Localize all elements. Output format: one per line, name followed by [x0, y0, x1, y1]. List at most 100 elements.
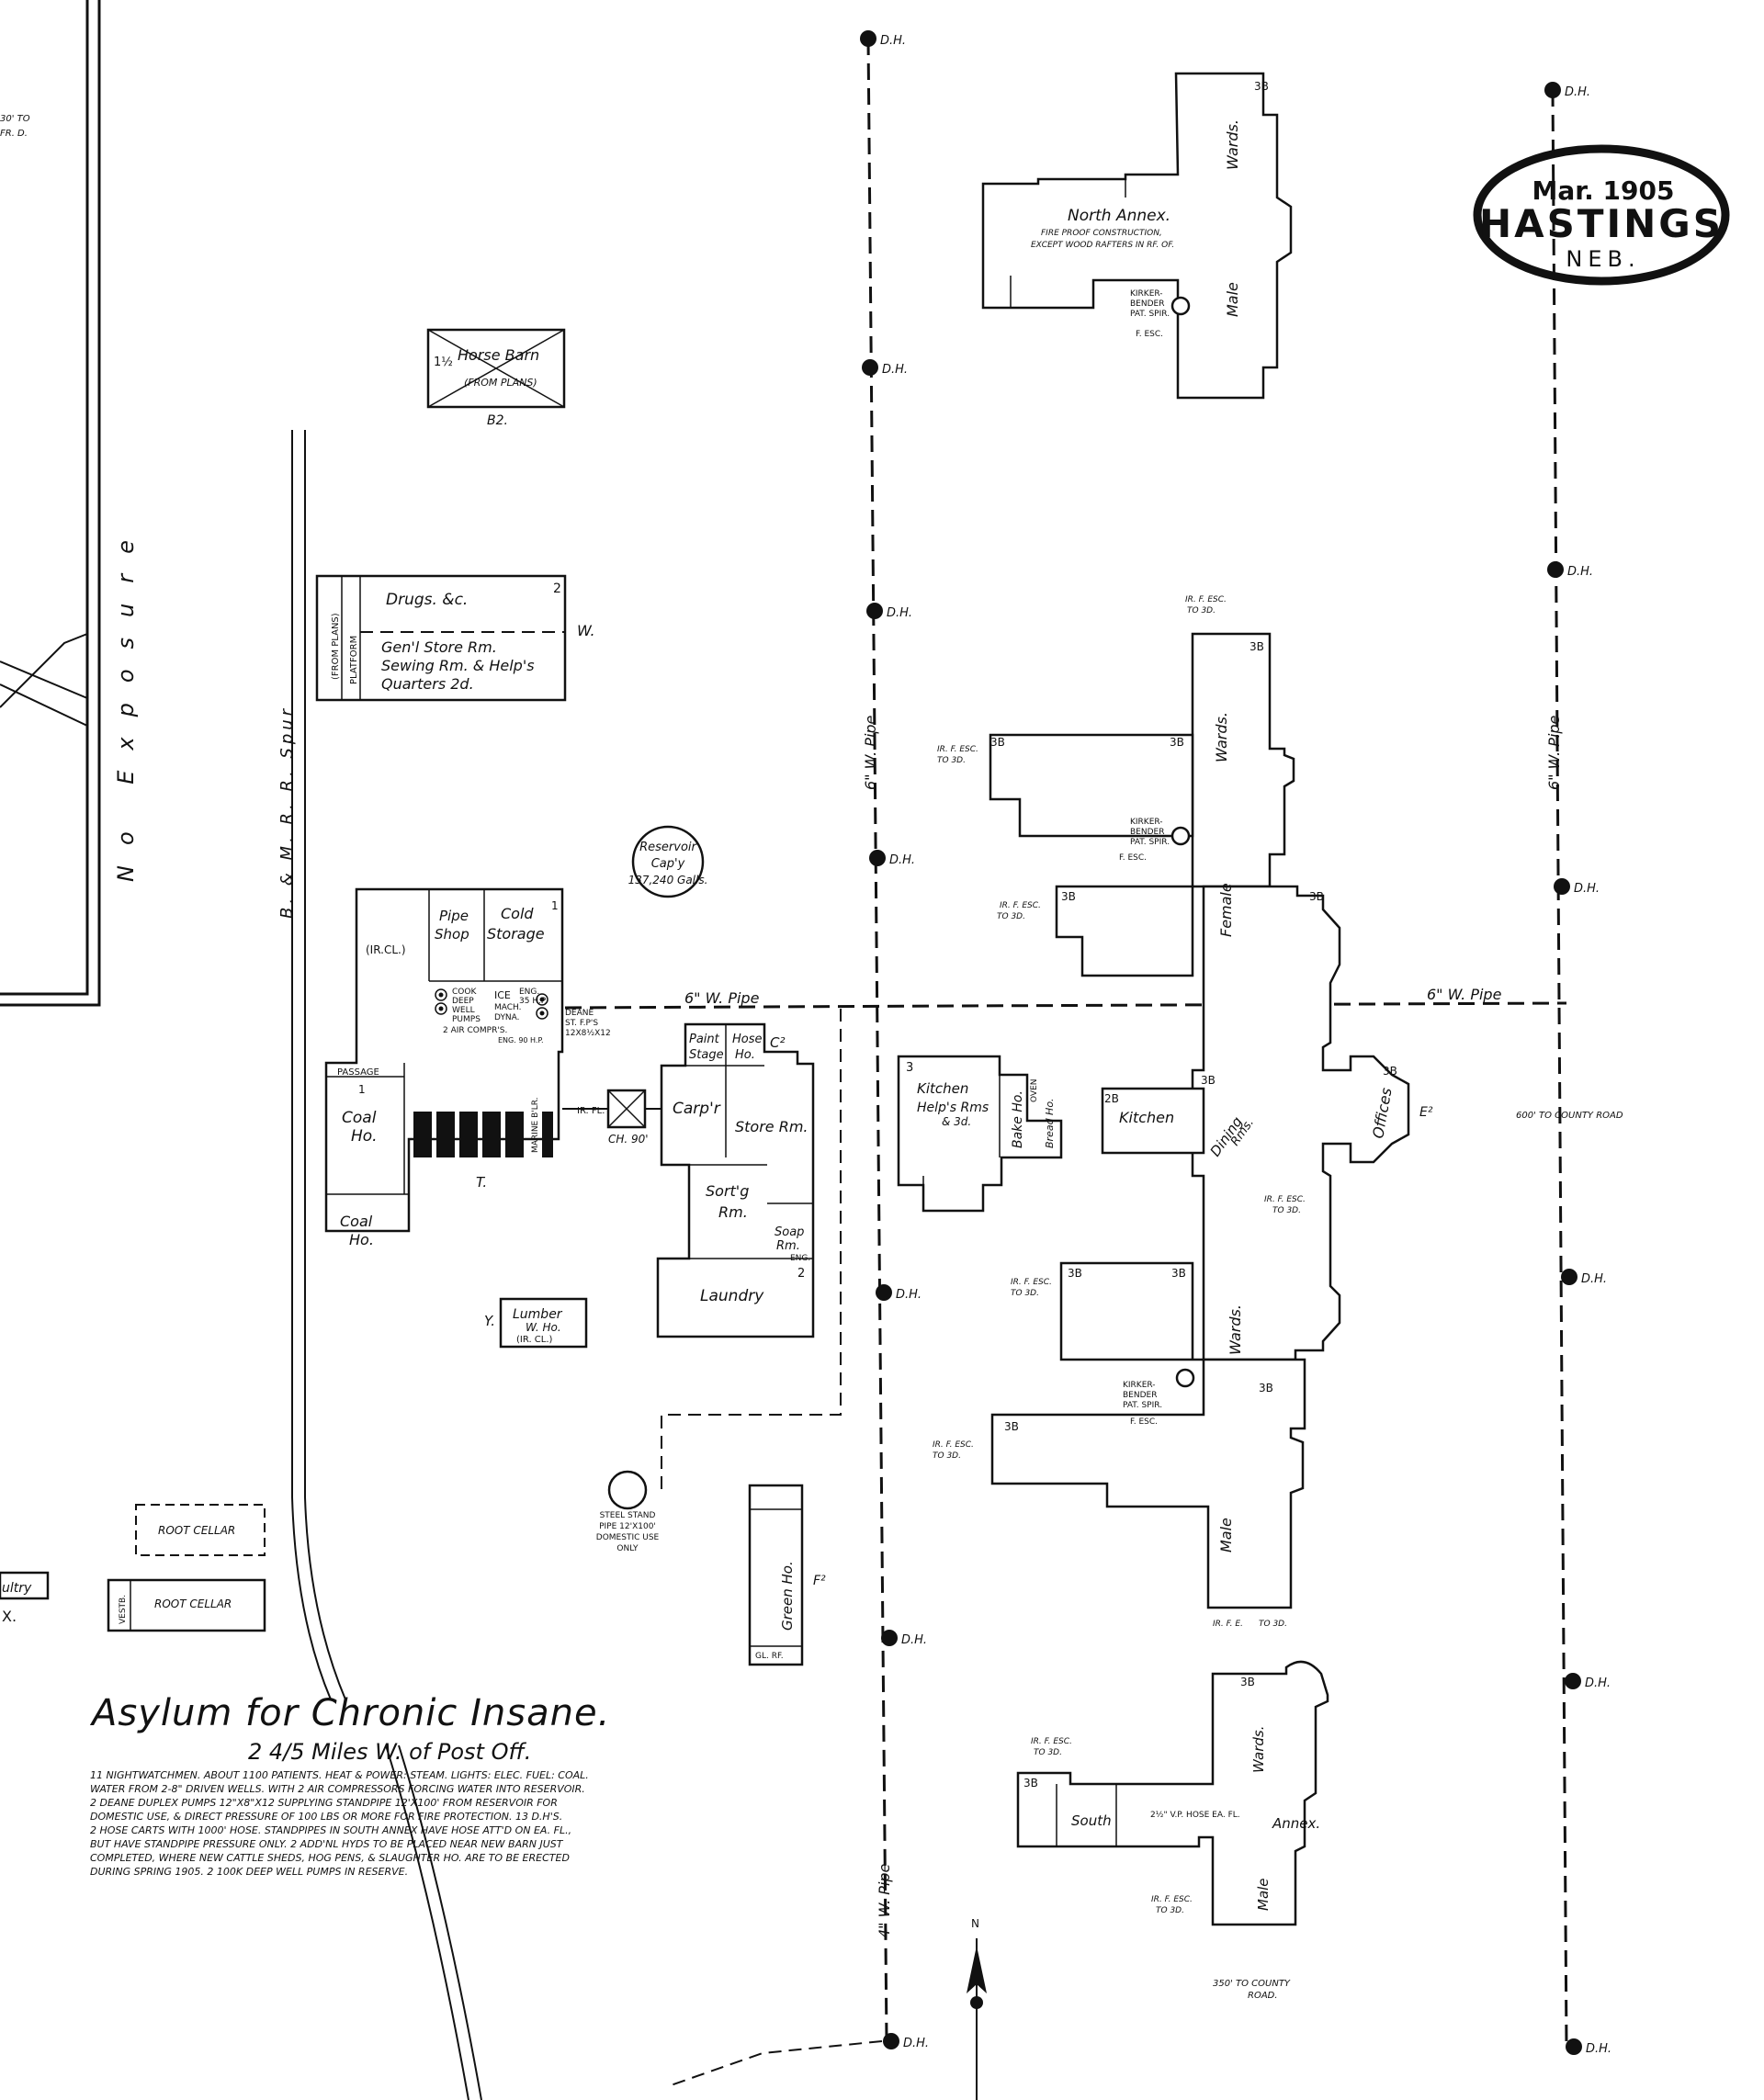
svg-text:F²: F² — [813, 1574, 826, 1588]
svg-text:BENDER: BENDER — [1130, 299, 1164, 309]
svg-text:D.H.: D.H. — [1585, 1677, 1611, 1690]
hydrant: D.H. — [1544, 82, 1590, 99]
hydrant: D.H. — [1561, 1269, 1607, 1286]
svg-text:D.H.: D.H. — [1574, 882, 1600, 896]
svg-text:ENG. 90 H.P.: ENG. 90 H.P. — [498, 1036, 544, 1044]
svg-text:PAT. SPIR.: PAT. SPIR. — [1130, 838, 1170, 847]
main-title: Asylum for Chronic Insane. — [89, 1692, 610, 1734]
main-asylum-building: Wards. Female Wards. Male Kitchen Help's… — [897, 595, 1433, 1629]
hydrant: D.H. — [881, 1630, 927, 1647]
margin-note-1: 30' TO — [0, 114, 30, 124]
svg-text:GL. RF.: GL. RF. — [755, 1652, 784, 1661]
svg-text:IR. F. E.: IR. F. E. — [1213, 1620, 1243, 1629]
svg-text:TO 3D.: TO 3D. — [1272, 1206, 1301, 1215]
svg-text:C²: C² — [770, 1034, 786, 1051]
svg-text:Cap'y: Cap'y — [651, 857, 685, 871]
subtitle: 2 4/5 Miles W. of Post Off. — [248, 1739, 531, 1765]
svg-text:Store Rm.: Store Rm. — [735, 1118, 808, 1135]
steel-standpipe: STEEL STAND PIPE 12'X100' DOMESTIC USE O… — [596, 1470, 660, 1553]
svg-text:1: 1 — [551, 899, 559, 912]
svg-text:3B: 3B — [1171, 1267, 1186, 1280]
pipe-label-east: 6" W. Pipe — [1545, 715, 1563, 790]
margin-note-2: FR. D. — [0, 129, 28, 139]
svg-text:3B: 3B — [1023, 1777, 1038, 1790]
svg-text:3B: 3B — [1004, 1420, 1019, 1433]
svg-text:D.H.: D.H. — [1565, 85, 1590, 99]
svg-text:Reservoir: Reservoir — [639, 841, 697, 854]
note-line-8: DURING SPRING 1905. 2 100K DEEP WELL PUM… — [90, 1866, 408, 1878]
svg-text:Annex.: Annex. — [1272, 1815, 1320, 1832]
svg-text:137,240 Galls.: 137,240 Galls. — [628, 874, 708, 886]
svg-text:Kitchen: Kitchen — [917, 1080, 968, 1097]
svg-text:TO 3D.: TO 3D. — [1187, 606, 1216, 615]
svg-text:(IR. CL.): (IR. CL.) — [516, 1335, 553, 1345]
svg-text:35 H.P.: 35 H.P. — [519, 997, 548, 1006]
svg-text:F. ESC.: F. ESC. — [1119, 853, 1147, 863]
svg-text:E²: E² — [1419, 1105, 1433, 1120]
svg-text:Sort'g: Sort'g — [706, 1182, 749, 1200]
svg-text:DEEP: DEEP — [452, 997, 474, 1006]
svg-text:Wards.: Wards. — [1213, 712, 1230, 762]
railroad-spur: B. & M. R. R. Spur — [277, 430, 482, 2100]
note-line-3: 2 DEANE DUPLEX PUMPS 12"X8"X12 SUPPLYING… — [90, 1797, 558, 1809]
svg-text:Wards.: Wards. — [1250, 1726, 1267, 1773]
svg-text:3B: 3B — [990, 736, 1005, 749]
svg-text:Coal: Coal — [340, 1213, 373, 1230]
hydrant: D.H. — [862, 359, 908, 377]
green-house: Green Ho. GL. RF. F² — [748, 1484, 826, 1666]
svg-text:PLATFORM: PLATFORM — [349, 636, 359, 684]
svg-text:Laundry: Laundry — [700, 1287, 764, 1305]
svg-text:IR. F. ESC.: IR. F. ESC. — [933, 1440, 974, 1450]
svg-text:Horse Barn: Horse Barn — [458, 346, 539, 364]
svg-text:Lumber: Lumber — [513, 1307, 563, 1322]
svg-text:Male: Male — [1217, 1518, 1235, 1552]
svg-text:Y.: Y. — [484, 1313, 495, 1329]
west-water-pipe — [866, 38, 888, 2042]
svg-text:ROOT CELLAR: ROOT CELLAR — [154, 1598, 232, 1610]
svg-text:3: 3 — [906, 1061, 913, 1075]
svg-text:TO 3D.: TO 3D. — [933, 1451, 961, 1461]
svg-text:BENDER: BENDER — [1130, 828, 1164, 837]
svg-text:Kitchen: Kitchen — [1119, 1109, 1174, 1126]
svg-text:ENG.: ENG. — [790, 1254, 810, 1263]
svg-text:W.: W. — [577, 622, 595, 639]
svg-text:D.H.: D.H. — [896, 1288, 922, 1302]
svg-text:(FROM PLANS): (FROM PLANS) — [331, 613, 341, 680]
svg-text:Coal: Coal — [342, 1109, 377, 1127]
svg-text:F. ESC.: F. ESC. — [1130, 1417, 1158, 1427]
branch-pipe-standpipe — [661, 1009, 842, 1493]
svg-text:TO 3D.: TO 3D. — [937, 756, 966, 765]
svg-text:PASSAGE: PASSAGE — [337, 1067, 379, 1078]
svg-text:FIRE PROOF CONSTRUCTION,: FIRE PROOF CONSTRUCTION, — [1041, 229, 1162, 238]
svg-text:3B: 3B — [1240, 1676, 1255, 1688]
svg-text:Shop: Shop — [435, 926, 469, 943]
carpenter-laundry-complex: Paint Stage Hose Ho. C² Carp'r Store Rm.… — [656, 1022, 815, 1338]
distance-east: 600' TO COUNTY ROAD — [1516, 1111, 1623, 1121]
svg-text:IR. F. ESC.: IR. F. ESC. — [1011, 1278, 1052, 1287]
svg-text:Bake Ho.: Bake Ho. — [1011, 1090, 1025, 1148]
svg-text:(IR.CL.): (IR.CL.) — [366, 943, 406, 956]
distance-south-2: ROAD. — [1248, 1991, 1278, 2001]
hydrant: D.H. — [860, 30, 906, 48]
svg-text:Sewing Rm. & Help's: Sewing Rm. & Help's — [381, 657, 535, 674]
distance-south-1: 350' TO COUNTY — [1213, 1979, 1291, 1989]
svg-text:DOMESTIC USE: DOMESTIC USE — [596, 1533, 660, 1542]
svg-text:PIPE 12'X100': PIPE 12'X100' — [599, 1522, 656, 1531]
svg-text:3B: 3B — [1254, 80, 1269, 93]
svg-text:D.H.: D.H. — [1586, 2042, 1611, 2056]
svg-text:EXCEPT WOOD RAFTERS IN RF. OF.: EXCEPT WOOD RAFTERS IN RF. OF. — [1031, 241, 1174, 250]
svg-text:Female: Female — [1217, 883, 1235, 937]
fire-hydrants: D.H. D.H. D.H. D.H. D.H. D.H. D.H. D.H. … — [860, 30, 1611, 2056]
svg-text:1½: 1½ — [434, 356, 453, 369]
svg-text:Ho.: Ho. — [349, 1231, 374, 1248]
svg-text:STEEL STAND: STEEL STAND — [600, 1511, 656, 1520]
svg-text:North Annex.: North Annex. — [1068, 207, 1170, 225]
svg-text:Ho.: Ho. — [735, 1048, 755, 1062]
svg-text:Rm.: Rm. — [776, 1239, 800, 1253]
svg-text:IR. F. ESC.: IR. F. ESC. — [1151, 1895, 1193, 1904]
svg-text:ENG.: ENG. — [519, 988, 539, 997]
lumber-warehouse: Lumber W. Ho. (IR. CL.) Y. — [484, 1297, 588, 1349]
svg-text:Rm.: Rm. — [718, 1203, 748, 1221]
stamp-date: Mar. 1905 — [1532, 175, 1675, 206]
